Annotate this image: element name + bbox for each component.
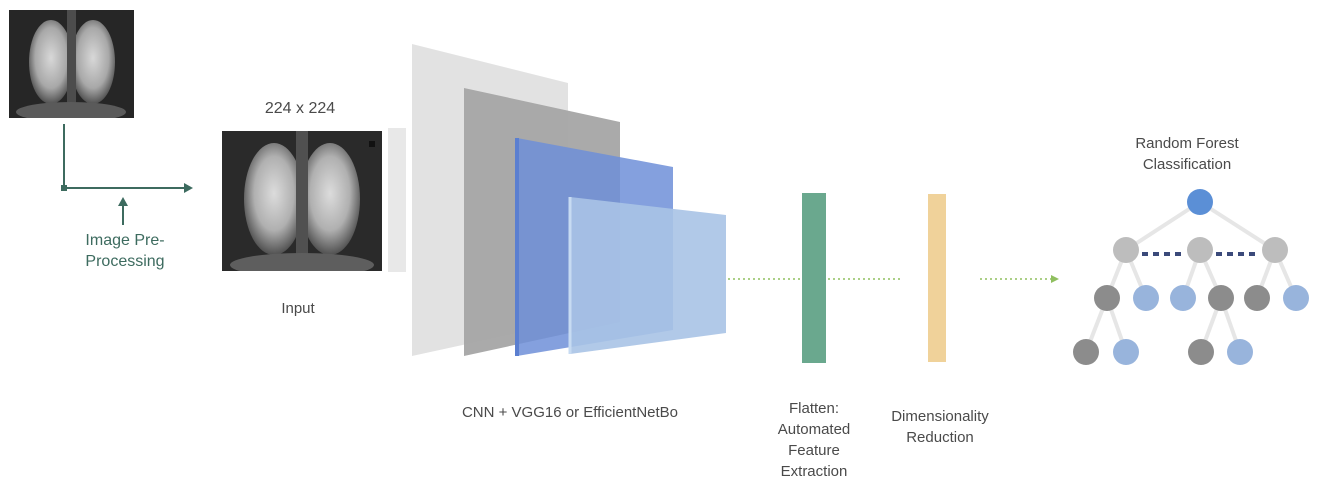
tree-node (1187, 237, 1213, 263)
tree-node (1113, 339, 1139, 365)
tree-node (1133, 285, 1159, 311)
input-caption: Input (281, 300, 315, 317)
tree-node (1113, 237, 1139, 263)
cnn-layer-4 (570, 197, 726, 354)
input-xray-image (222, 131, 382, 271)
tree-node (1073, 339, 1099, 365)
tree-node (1208, 285, 1234, 311)
cnn-caption: CNN + VGG16 or EfficientNetBo (461, 404, 679, 421)
tree-node (1170, 285, 1196, 311)
tree-node (1244, 285, 1270, 311)
input-size-label: 224 x 224 (264, 100, 336, 117)
classifier-title: Random Forest Classification (1135, 135, 1239, 173)
tree-node (1227, 339, 1253, 365)
flatten-layer (802, 193, 826, 363)
root-node (1187, 189, 1213, 215)
tree-node (1262, 237, 1288, 263)
tree-node (1188, 339, 1214, 365)
input-layer (388, 128, 406, 272)
reduction-caption: Dimensionality Reduction (891, 408, 989, 446)
reduction-layer (928, 194, 946, 362)
tree-node (1283, 285, 1309, 311)
tree-node (1094, 285, 1120, 311)
preprocessing-label: Image Pre- Processing (85, 232, 165, 270)
flatten-caption: Flatten: Automated Feature Extraction (777, 400, 851, 480)
raw-xray-image (9, 10, 134, 118)
